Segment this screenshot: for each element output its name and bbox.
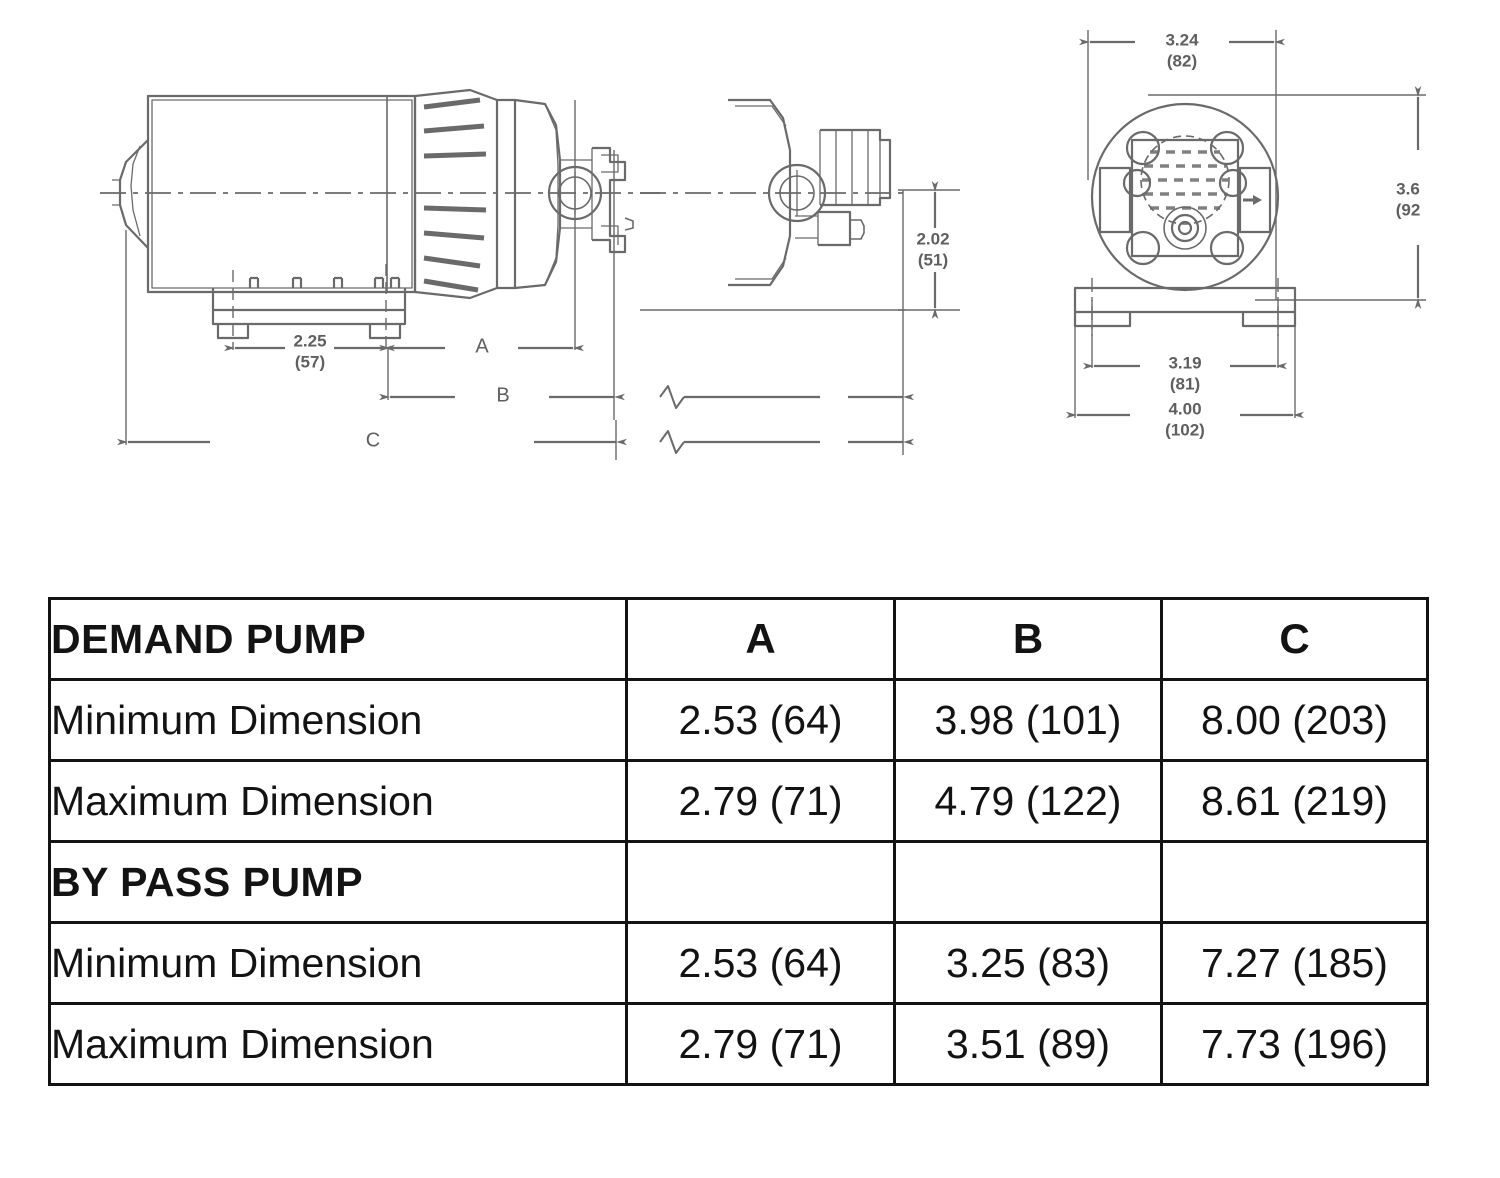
dimension-b xyxy=(379,150,625,420)
row-label-bypass-maximum: Maximum Dimension xyxy=(48,1002,628,1086)
dim-b-label: B xyxy=(496,384,509,406)
dim-2-25-value: 2.25 xyxy=(293,331,326,350)
dim-2-02-metric: (51) xyxy=(918,250,948,269)
table-row: Maximum Dimension 2.79 (71) 4.79 (122) 8… xyxy=(48,759,1429,843)
dimension-3-6 xyxy=(1148,86,1426,309)
dim-3-24-value: 3.24 xyxy=(1165,30,1199,49)
cell-bypass-min-c: 7.27 (185) xyxy=(1160,921,1429,1005)
cell-bypass-max-a: 2.79 (71) xyxy=(625,1002,896,1086)
dim-3-6-metric: (92 xyxy=(1396,200,1421,219)
cell-demand-min-b: 3.98 (101) xyxy=(893,678,1163,762)
drawing-canvas: 2.25 (57) A B C 2.02 (51) 3.24 (82) 3.6 … xyxy=(100,30,1426,460)
dimension-2-02 xyxy=(898,181,960,319)
cell-demand-max-a: 2.79 (71) xyxy=(625,759,896,843)
dim-3-24-metric: (82) xyxy=(1167,51,1197,70)
dimension-2-25 xyxy=(224,264,395,352)
side-view-mounting-bracket xyxy=(211,276,407,340)
table-row: Minimum Dimension 2.53 (64) 3.25 (83) 7.… xyxy=(48,921,1429,1005)
side-view-cooling-fins xyxy=(413,88,517,300)
cell-bypass-min-a: 2.53 (64) xyxy=(625,921,896,1005)
end-view xyxy=(1073,102,1297,336)
dim-3-19-value: 3.19 xyxy=(1168,353,1201,372)
cell-bypass-max-c: 7.73 (196) xyxy=(1160,1002,1429,1086)
technical-drawing: 2.25 (57) A B C 2.02 (51) 3.24 (82) 3.6 … xyxy=(0,0,1500,560)
dim-3-6-value: 3.6 xyxy=(1396,179,1420,198)
side-view-pump-head xyxy=(514,98,634,290)
row-label-demand-minimum: Minimum Dimension xyxy=(48,678,628,762)
dim-3-19-metric: (81) xyxy=(1170,374,1200,393)
column-header-b: B xyxy=(893,597,1163,681)
dim-a-label: A xyxy=(475,335,489,357)
dimension-3-24 xyxy=(1079,30,1285,300)
dim-c-label: C xyxy=(366,429,380,451)
dimension-a xyxy=(379,100,584,352)
table-row: BY PASS PUMP xyxy=(48,840,1429,924)
cell-demand-min-a: 2.53 (64) xyxy=(625,678,896,762)
dim-2-02-value: 2.02 xyxy=(916,229,949,248)
break-lines xyxy=(659,190,914,455)
cell-bypass-max-b: 3.51 (89) xyxy=(893,1002,1163,1086)
cell-bypass-min-b: 3.25 (83) xyxy=(893,921,1163,1005)
cell-bypass-header-a xyxy=(625,840,896,924)
column-header-a: A xyxy=(625,597,896,681)
middle-partial-view xyxy=(640,98,905,311)
cell-demand-max-c: 8.61 (219) xyxy=(1160,759,1429,843)
section-header-by-pass-pump: BY PASS PUMP xyxy=(48,840,628,924)
dimension-c xyxy=(117,230,627,460)
side-view-motor-body xyxy=(112,94,417,294)
dimension-table-container: DEMAND PUMP A B C Minimum Dimension 2.53… xyxy=(48,597,1429,1086)
cell-bypass-header-b xyxy=(893,840,1163,924)
column-header-c: C xyxy=(1160,597,1429,681)
row-label-demand-maximum: Maximum Dimension xyxy=(48,759,628,843)
cell-bypass-header-c xyxy=(1160,840,1429,924)
cell-demand-min-c: 8.00 (203) xyxy=(1160,678,1429,762)
dim-4-00-metric: (102) xyxy=(1165,420,1205,439)
dim-2-25-metric: (57) xyxy=(295,352,325,371)
table-row: Minimum Dimension 2.53 (64) 3.98 (101) 8… xyxy=(48,678,1429,762)
section-header-demand-pump: DEMAND PUMP xyxy=(48,597,628,681)
dimension-table: DEMAND PUMP A B C Minimum Dimension 2.53… xyxy=(48,597,1429,1086)
dimension-3-19 xyxy=(1083,300,1287,370)
table-row: Maximum Dimension 2.79 (71) 3.51 (89) 7.… xyxy=(48,1002,1429,1086)
dimension-4-00 xyxy=(1066,312,1304,419)
table-row: DEMAND PUMP A B C xyxy=(48,597,1429,681)
row-label-bypass-minimum: Minimum Dimension xyxy=(48,921,628,1005)
cell-demand-max-b: 4.79 (122) xyxy=(893,759,1163,843)
dim-4-00-value: 4.00 xyxy=(1168,399,1201,418)
